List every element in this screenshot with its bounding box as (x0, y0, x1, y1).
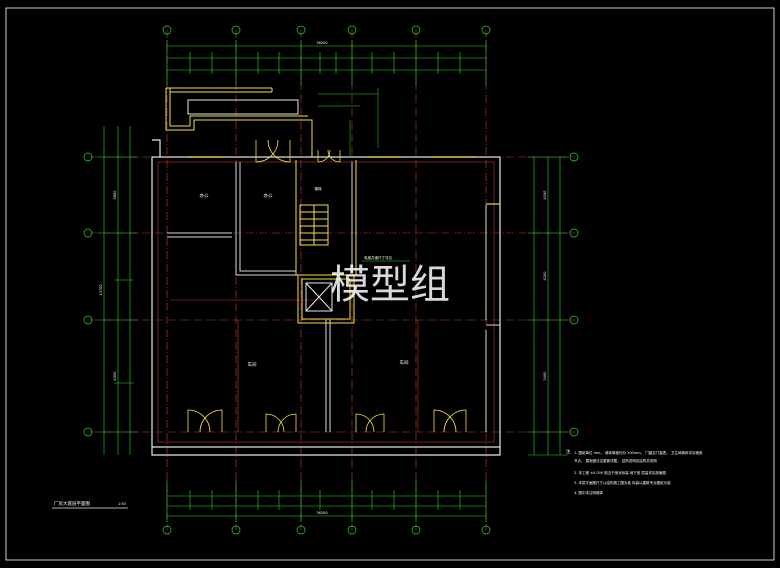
right-dim-1: 4100 (543, 191, 547, 200)
sheet-border (5, 7, 775, 561)
exterior-walls (151, 139, 501, 456)
structure-lines (170, 299, 419, 432)
note-line-4: 3. 本层平面图尺寸以结构施工图为准 标高以建筑专业图纸为准 (574, 480, 671, 485)
left-dim-1: 5800 (113, 191, 117, 200)
top-axis-bubbles (162, 25, 491, 35)
note-line-1: 1. 图纸单位 mm， 墙体厚度均为 200mm， 门窗见门窗表， 卫生间墙体详… (574, 450, 703, 455)
left-dim-2: 6300 (113, 372, 117, 381)
left-total-dimension: 13700 (99, 284, 103, 295)
room-label-workshop-left: 车间 (248, 361, 257, 368)
left-axis-bubbles (83, 152, 93, 437)
doors (187, 139, 467, 433)
top-dim-annotations (318, 88, 379, 157)
note-line-5: 4. 图中未注明墙体 (574, 490, 603, 495)
watermark: 模型组 (330, 262, 450, 308)
right-dimension-lines (528, 156, 568, 456)
note-line-2: 节点， 屋面做法见屋面详图， 结构说明见结构总说明 (574, 458, 657, 463)
notes-lead: 注 (566, 448, 571, 455)
bottom-dimension-lines (166, 480, 487, 522)
note-line-3: 2. 本工程 ±0.000 相当于绝对标高 地下室 层高详见剖面图 (574, 470, 666, 475)
room-label-workshop-right: 车间 (400, 359, 409, 366)
elevator-note: 电梯井道尺寸详见 (364, 255, 392, 260)
room-label-stair: 楼梯 (315, 186, 323, 191)
room-label-office-mid: 办公 (264, 192, 273, 199)
windows (188, 156, 500, 205)
right-dim-2: 4200 (543, 272, 547, 281)
top-canopy (165, 87, 313, 157)
drawing-title: 厂房大底层平面图 (54, 500, 90, 507)
room-label-office-left: 办公 (200, 192, 209, 199)
drawing-scale: 1:50 (118, 502, 126, 506)
right-axis-bubbles (569, 152, 579, 437)
stair-core (295, 160, 357, 324)
left-dimension-lines (98, 126, 138, 455)
right-dim-3: 5400 (543, 372, 547, 381)
bottom-total-dimension: 36200 (316, 511, 327, 515)
bottom-axis-bubbles (162, 525, 491, 535)
top-dimension-lines (166, 40, 487, 85)
top-total-dimension: 36200 (316, 41, 327, 45)
